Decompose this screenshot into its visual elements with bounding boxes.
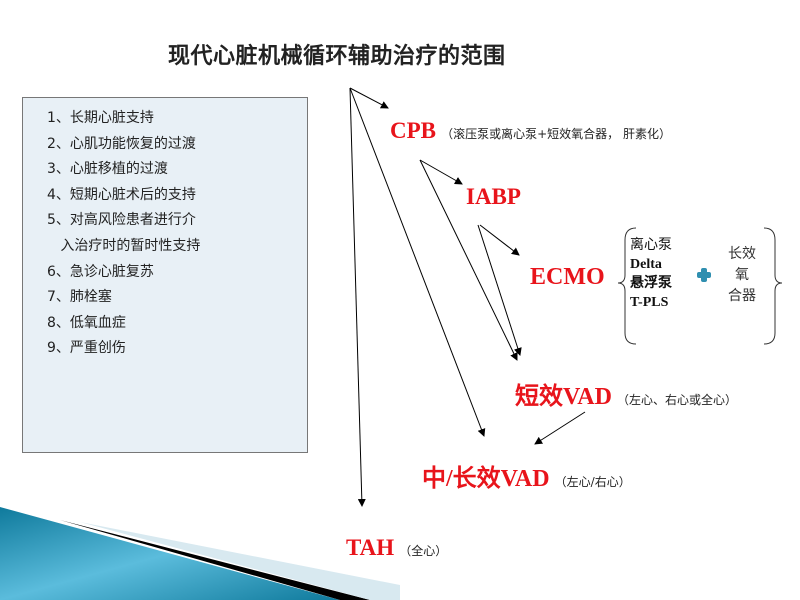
tah-label: TAH xyxy=(346,535,395,560)
node-tah: TAH （全心） xyxy=(346,535,447,561)
arrow-to-ecmo xyxy=(479,224,520,256)
indication-item: 入治疗时的暂时性支持 xyxy=(47,237,201,254)
page-title: 现代心脏机械循环辅助治疗的范围 xyxy=(168,44,506,69)
node-ecmo: ECMO xyxy=(530,264,605,290)
cpb-note: （滚压泵或离心泵+短效氧合器， 肝素化） xyxy=(441,127,671,141)
indication-item: 7、肺栓塞 xyxy=(47,289,112,306)
long-vad-label: 中/长效VAD xyxy=(422,466,550,492)
right-brace xyxy=(763,227,783,345)
arrow-to-cpb xyxy=(349,87,389,109)
arrow-to-long-vad xyxy=(349,87,486,437)
arrow-short-to-long-vad xyxy=(534,411,586,445)
short-vad-label: 短效VAD xyxy=(515,384,612,410)
pump-item: 悬浮泵 xyxy=(630,275,672,291)
pump-item: T-PLS xyxy=(630,295,669,310)
long-vad-note: （左心/右心） xyxy=(554,475,631,489)
tah-note: （全心） xyxy=(399,544,448,558)
node-cpb: CPB （滚压泵或离心泵+短效氧合器， 肝素化） xyxy=(390,118,671,144)
indications-box: 1、长期心脏支持 2、心肌功能恢复的过渡 3、心脏移植的过渡 4、短期心脏术后的… xyxy=(22,97,308,453)
indication-item: 9、严重创伤 xyxy=(47,340,126,357)
pump-item: Delta xyxy=(630,257,662,272)
left-brace xyxy=(617,227,637,345)
indication-item: 3、心脏移植的过渡 xyxy=(47,161,168,178)
short-vad-note: （左心、右心或全心） xyxy=(617,393,738,407)
oxygenator-line: 合器 xyxy=(728,288,756,304)
cpb-label: CPB xyxy=(390,118,436,143)
indication-item: 1、长期心脏支持 xyxy=(47,110,154,126)
oxygenator-line: 长效 xyxy=(728,246,756,262)
arrow-to-tah xyxy=(349,87,366,507)
indication-item: 2、心肌功能恢复的过渡 xyxy=(47,135,196,152)
node-iabp: IABP xyxy=(466,184,521,209)
arrow-cpb-to-short-vad xyxy=(419,159,518,361)
decor-wave xyxy=(0,507,340,600)
plus-icon xyxy=(697,268,711,282)
node-short-vad: 短效VAD （左心、右心或全心） xyxy=(515,376,737,411)
indication-item: 4、短期心脏术后的支持 xyxy=(47,186,196,203)
indication-item: 5、对高风险患者进行介 xyxy=(47,212,196,229)
arrow-iabp-to-short-vad xyxy=(477,224,522,356)
indication-item: 8、低氧血症 xyxy=(47,314,126,331)
node-long-vad: 中/长效VAD （左心/右心） xyxy=(422,458,631,493)
oxygenator: 长效 氧 合器 xyxy=(722,244,762,307)
ecmo-pumps: 离心泵 Delta 悬浮泵 T-PLS xyxy=(630,236,672,312)
pump-item: 离心泵 xyxy=(630,237,672,253)
arrow-to-iabp xyxy=(419,159,463,185)
oxygenator-line: 氧 xyxy=(735,267,749,283)
indication-item: 6、急诊心脏复苏 xyxy=(47,263,154,280)
